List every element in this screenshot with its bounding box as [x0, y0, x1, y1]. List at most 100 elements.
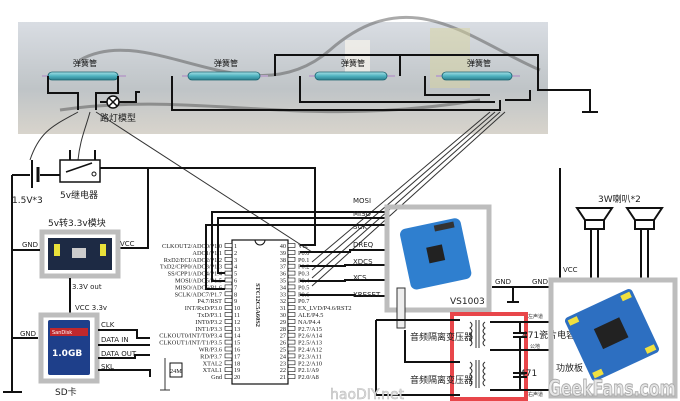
mcu-pin-number: 36	[280, 271, 286, 278]
reed-switch-tube	[47, 71, 119, 81]
sd-gnd-label: GND	[20, 330, 36, 338]
mcu-pin	[287, 256, 296, 262]
mcu-pin	[224, 346, 233, 352]
sd-pin-label: CLK	[101, 321, 115, 329]
mcu-left-pin-label: INT1/P3.3	[195, 326, 222, 333]
mcu-left-pin-label: TxD2/CPP0/ADC3/P1.3	[160, 264, 222, 271]
mcu-pin-number: 40	[280, 243, 286, 250]
mcu-pin-number: 20	[234, 374, 240, 381]
battery-label: 1.5V*3	[12, 196, 43, 206]
mcu-pin-number: 13	[234, 326, 240, 333]
lamp-icon	[106, 95, 120, 109]
mcu-left-pin-label: CLKOUT2/ADC0/P1.0	[162, 243, 222, 250]
mcu-right-pin-label: P0.7	[298, 298, 309, 305]
mcu-right-pin-label: P2.5/A13	[298, 340, 322, 347]
audio-wiring	[375, 319, 460, 396]
mcu-pin-number: 33	[280, 291, 286, 298]
sd-pin-label: SKL	[101, 363, 114, 371]
mcu-left-pin-label: TxD/P3.1	[197, 312, 222, 319]
mcu-right-pin-label: P0.5	[298, 284, 309, 291]
mcu-pin-number: 34	[280, 284, 287, 291]
mcu-pin	[287, 319, 296, 324]
transformer-1-label: 音频隔离变压器	[410, 331, 473, 343]
sd-vcc-label: VCC 3.3v	[75, 304, 107, 312]
reed-switch: 弹簧管	[182, 58, 268, 81]
reed-switch-tube	[441, 71, 513, 81]
regulator-gnd-label: GND	[22, 241, 38, 249]
reed-switch-tube	[314, 71, 388, 81]
reed-switches: 弹簧管弹簧管弹簧管弹簧管	[42, 58, 520, 81]
mcu-pin-number: 29	[280, 319, 286, 326]
regulator-title: 5v转3.3v模块	[48, 217, 106, 229]
mcu-left-pin-label: RxD2/ECI/ADC2/P1.2	[164, 257, 222, 264]
vs1003-signal-label: MOSI	[353, 197, 371, 205]
mcu-pin-number: 7	[234, 284, 237, 291]
reed-switch: 弹簧管	[309, 58, 395, 81]
vs1003-board-image	[400, 218, 472, 290]
reed-switch-label: 弹簧管	[73, 58, 97, 68]
mcu-left-pin-label: RD/P3.7	[200, 353, 222, 360]
mcu-pin-number: 22	[280, 367, 286, 374]
mcu-pin	[224, 374, 233, 379]
regulator-board-image	[48, 238, 112, 270]
mcu-pin	[224, 367, 233, 373]
amplifier-board-image	[564, 288, 660, 382]
transformer-icon	[469, 320, 486, 388]
mcu-right-pin-label: P2.2/A10	[298, 360, 322, 367]
battery-icon	[31, 160, 40, 188]
relay-icon	[59, 150, 101, 183]
mcu-pin-number: 23	[280, 360, 286, 367]
mcu-left-pin-label: SS/CPP1/ADC4/P1.4	[168, 271, 223, 278]
sd-brand: SanDisk	[52, 330, 72, 336]
amp-power-wiring	[492, 168, 561, 303]
right-channel-label: 右声道	[528, 391, 543, 398]
mcu-left-pin-label: INT/RxD/P3.0	[185, 305, 222, 312]
mcu-pin-number: 1	[234, 243, 237, 250]
mcu-pin	[287, 346, 296, 352]
mcu-pin	[287, 270, 296, 276]
amplifier-board	[548, 277, 678, 399]
mcu-pin	[287, 298, 296, 304]
amp-gnd-1-label: GND	[495, 278, 511, 286]
mcu-right-pin-label: NA/P4.4	[298, 319, 321, 326]
mcu-right-pin-label: P2.4/A12	[298, 347, 322, 354]
mcu-pin-number: 27	[280, 333, 286, 340]
mcu-pin	[287, 250, 296, 255]
vs1003-signal-label: XRESET	[353, 291, 381, 299]
mcu-pin	[224, 270, 233, 276]
mcu-right-pin-label: P2.0/A8	[298, 374, 319, 381]
mcu-pin	[287, 325, 296, 331]
mcu-right-pin-label: P0.1	[298, 257, 309, 264]
mcu-pin	[224, 339, 233, 345]
crystal-label: 24M	[170, 368, 182, 375]
common-ground-label: 公地	[530, 343, 540, 350]
mcu-left-pin-label: WR/P3.6	[199, 347, 222, 354]
mcu-pin	[224, 243, 233, 248]
mcu-pin-number: 25	[280, 347, 286, 354]
sd-size: 1.0GB	[52, 349, 82, 359]
mcu-left-pin-label: P4.7/RST	[197, 298, 222, 305]
mcu-pin-number: 28	[280, 326, 286, 333]
mcu-pin-number: 5	[234, 271, 237, 278]
mcu-pin	[224, 332, 233, 338]
mcu-pin	[224, 291, 233, 297]
mcu-right-pin-label: P2.3/A11	[298, 353, 322, 360]
speakers-label: 3W喇叭*2	[598, 193, 641, 205]
mcu-right-pin-label: P2.1/A9	[298, 367, 319, 374]
reed-switch-label: 弹簧管	[341, 58, 365, 68]
transformer-2-label: 音频隔离变压器	[410, 374, 473, 386]
mcu-pin	[287, 263, 296, 269]
reed-leads	[29, 111, 506, 287]
mcu-pin-number: 17	[234, 353, 240, 360]
spi-wiring	[205, 211, 385, 290]
mcu-chip	[231, 239, 289, 385]
mcu-pin-number: 9	[234, 298, 237, 305]
mcu-pin-number: 14	[234, 333, 241, 340]
mcu-pin-number: 35	[280, 278, 286, 285]
audio-jack-icon	[396, 287, 406, 329]
mcu-pin	[224, 250, 233, 255]
mcu-pin-number: 2	[234, 250, 237, 257]
reed-switch-tube	[187, 71, 261, 81]
